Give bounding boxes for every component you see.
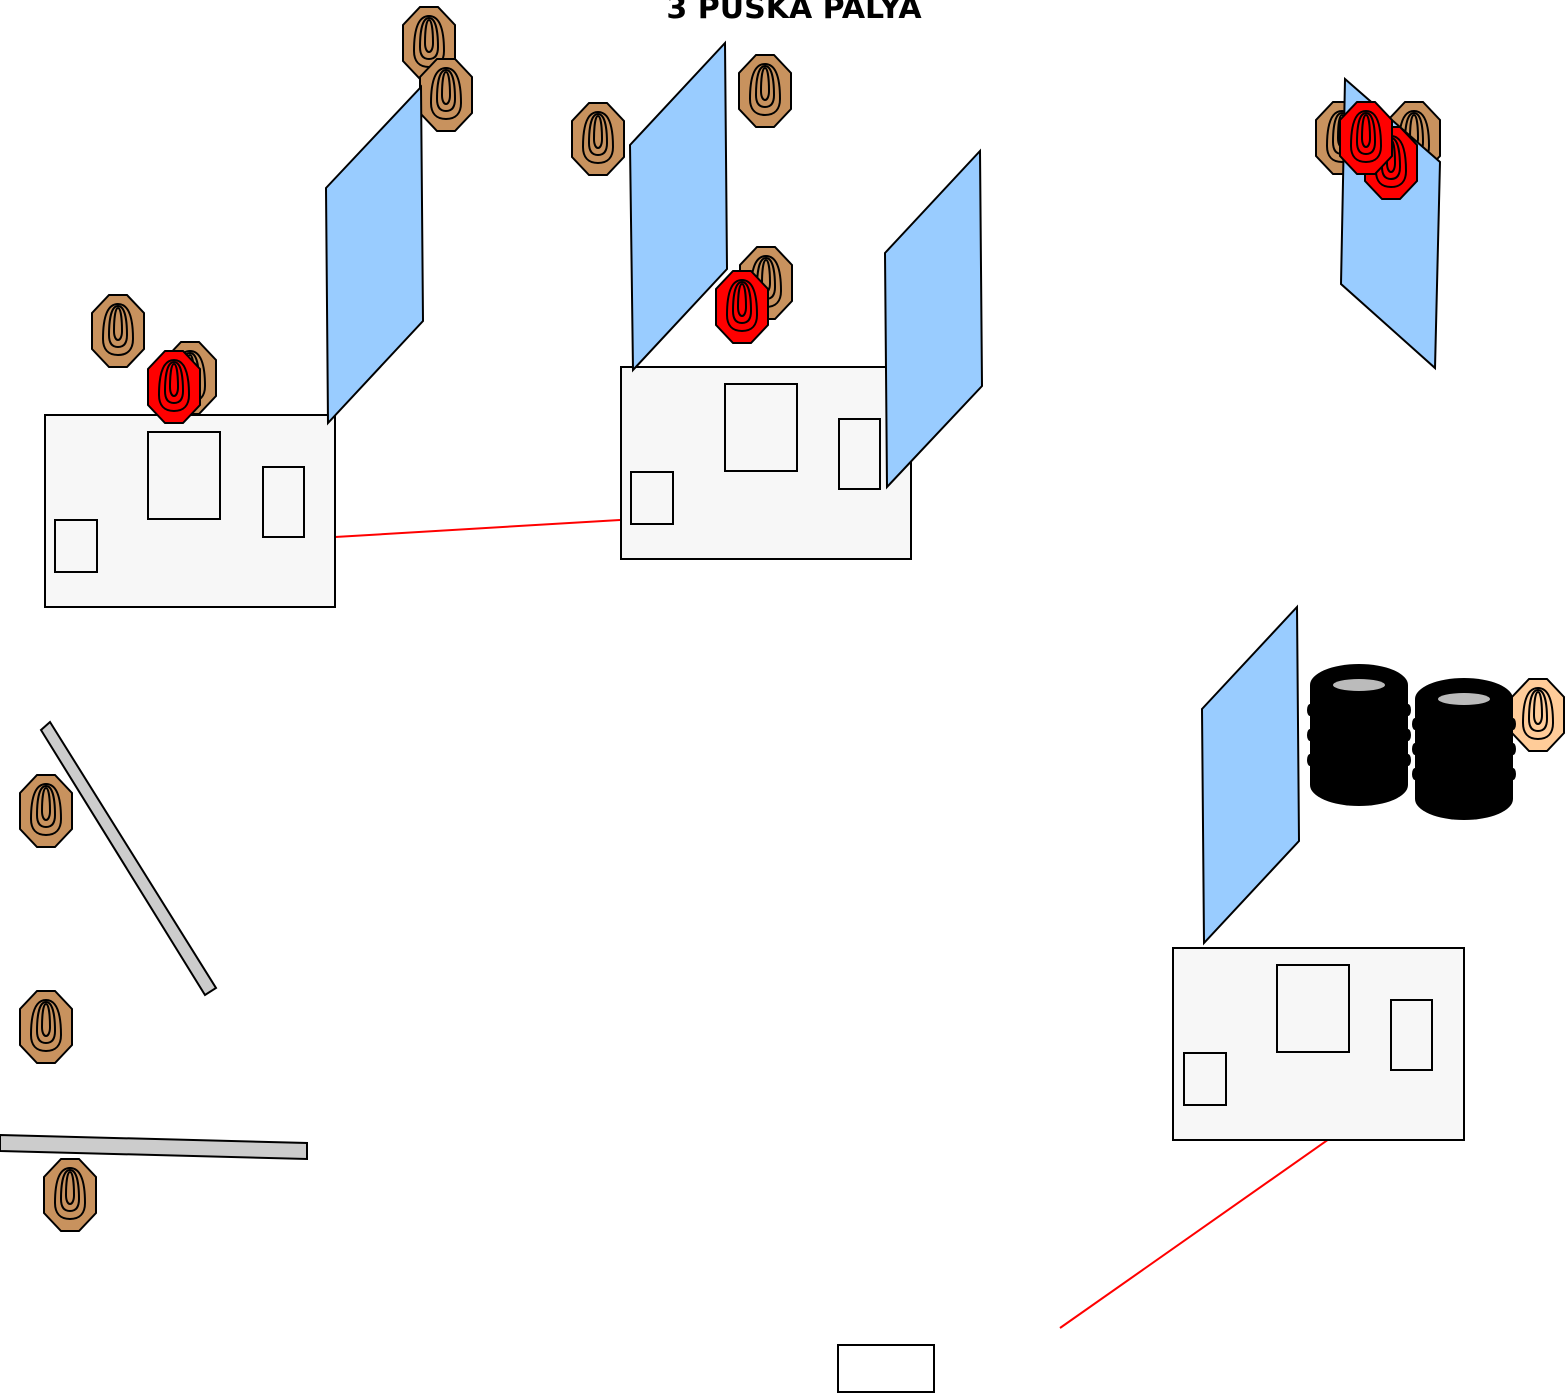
- no-shoot-target-icon: [147, 350, 201, 424]
- paper-target-icon: [571, 102, 625, 176]
- light-paper-target-icon: [1511, 678, 1565, 752]
- table-box-large: [1276, 964, 1350, 1053]
- table-box-tall: [1390, 999, 1433, 1071]
- table-box-large: [724, 383, 798, 472]
- wall-diagonal: [39, 720, 218, 997]
- barrier-panel-2: [628, 40, 729, 373]
- table-box-small: [630, 471, 674, 525]
- stage-title: 3 PUSKA PÁLYA: [666, 0, 922, 26]
- paper-target-icon: [19, 774, 73, 848]
- start-position-box: [837, 1344, 935, 1393]
- paper-target-icon: [43, 1158, 97, 1232]
- table-center: [620, 366, 912, 560]
- barrier-panel-1: [324, 84, 425, 426]
- paper-target-icon: [91, 294, 145, 368]
- paper-target-icon: [419, 58, 473, 132]
- paper-target-icon: [738, 54, 792, 128]
- barrel-stack-icon: [1307, 664, 1411, 806]
- barrier-panel-5: [1200, 604, 1301, 946]
- no-shoot-target-icon: [715, 270, 769, 344]
- table-box-large: [147, 431, 221, 520]
- table-box-tall: [262, 466, 305, 538]
- paper-target-icon: [19, 990, 73, 1064]
- table-box-tall: [838, 418, 881, 490]
- red-line-1: [334, 519, 621, 538]
- wall-horizontal: [0, 1133, 308, 1161]
- table-right: [1172, 947, 1465, 1141]
- barrier-panel-3: [883, 148, 984, 490]
- table-left: [44, 414, 336, 608]
- no-shoot-target-icon: [1339, 101, 1393, 175]
- table-box-small: [1183, 1052, 1227, 1106]
- barrel-stack-icon: [1412, 678, 1516, 820]
- table-box-small: [54, 519, 98, 573]
